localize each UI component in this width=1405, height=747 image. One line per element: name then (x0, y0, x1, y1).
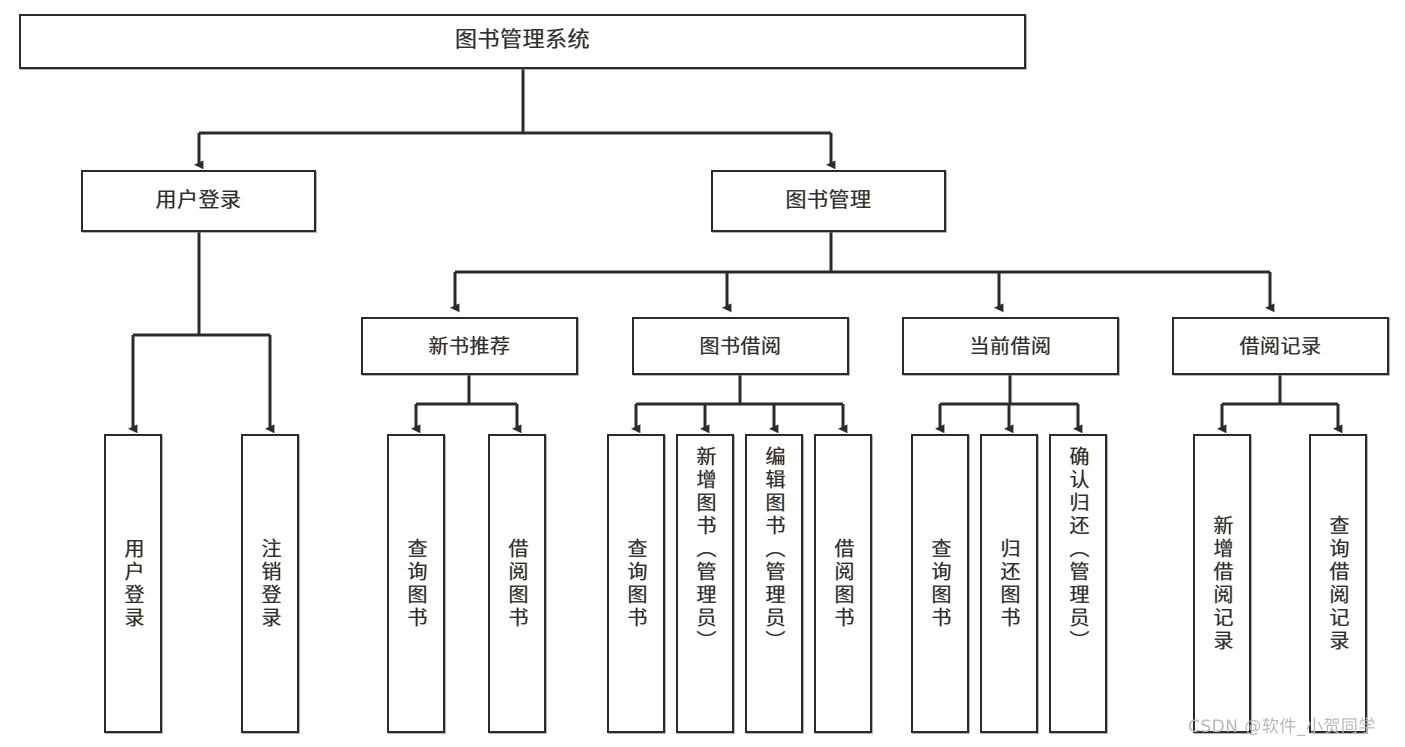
node-leaf-query-record-label: 查询借阅记录 (1326, 514, 1350, 653)
node-root-label: 图书管理系统 (454, 28, 590, 54)
node-book-manage-label: 图书管理 (785, 188, 872, 213)
node-borrow-record-label: 借阅记录 (1239, 333, 1322, 358)
node-leaf-add-book-label: 新增图书（管理员） (693, 446, 717, 653)
node-leaf-add-record[interactable]: 新增借阅记录 (1193, 434, 1251, 733)
node-leaf-borrow-book-1-label: 借阅图书 (505, 537, 529, 630)
node-leaf-return-book-label: 归还图书 (997, 537, 1021, 630)
node-leaf-user-logout[interactable]: 注销登录 (241, 434, 299, 733)
node-new-book-recommend[interactable]: 新书推荐 (361, 317, 578, 375)
node-leaf-query-book-3-label: 查询图书 (928, 537, 952, 630)
node-leaf-edit-book-label: 编辑图书（管理员） (762, 446, 786, 653)
node-borrow-record[interactable]: 借阅记录 (1172, 317, 1389, 375)
node-root[interactable]: 图书管理系统 (19, 14, 1026, 69)
node-user-login[interactable]: 用户登录 (81, 170, 316, 232)
node-leaf-edit-book[interactable]: 编辑图书（管理员） (745, 434, 803, 733)
node-leaf-borrow-book-1[interactable]: 借阅图书 (488, 434, 546, 733)
node-leaf-add-book[interactable]: 新增图书（管理员） (676, 434, 734, 733)
node-new-book-recommend-label: 新书推荐 (428, 333, 511, 358)
node-leaf-user-login[interactable]: 用户登录 (104, 434, 162, 733)
node-book-borrow-label: 图书借阅 (699, 333, 782, 358)
node-leaf-user-login-label: 用户登录 (121, 537, 145, 630)
node-current-borrow-label: 当前借阅 (969, 333, 1052, 358)
node-book-manage[interactable]: 图书管理 (711, 170, 946, 232)
node-leaf-query-book-1-label: 查询图书 (404, 537, 428, 630)
watermark-text: CSDN @软件_小贺同学 (1188, 717, 1376, 737)
node-leaf-query-book-2-label: 查询图书 (624, 537, 648, 630)
node-leaf-return-book[interactable]: 归还图书 (980, 434, 1038, 733)
node-user-login-label: 用户登录 (155, 188, 242, 213)
node-leaf-confirm-return[interactable]: 确认归还（管理员） (1049, 434, 1107, 733)
node-leaf-borrow-book-2-label: 借阅图书 (831, 537, 855, 630)
node-leaf-user-logout-label: 注销登录 (258, 537, 282, 630)
node-leaf-add-record-label: 新增借阅记录 (1210, 514, 1234, 653)
node-leaf-borrow-book-2[interactable]: 借阅图书 (814, 434, 872, 733)
node-current-borrow[interactable]: 当前借阅 (902, 317, 1119, 375)
node-leaf-query-book-2[interactable]: 查询图书 (607, 434, 665, 733)
node-leaf-query-record[interactable]: 查询借阅记录 (1309, 434, 1367, 733)
node-book-borrow[interactable]: 图书借阅 (632, 317, 849, 375)
node-leaf-confirm-return-label: 确认归还（管理员） (1066, 446, 1090, 653)
node-leaf-query-book-3[interactable]: 查询图书 (911, 434, 969, 733)
node-leaf-query-book-1[interactable]: 查询图书 (387, 434, 445, 733)
